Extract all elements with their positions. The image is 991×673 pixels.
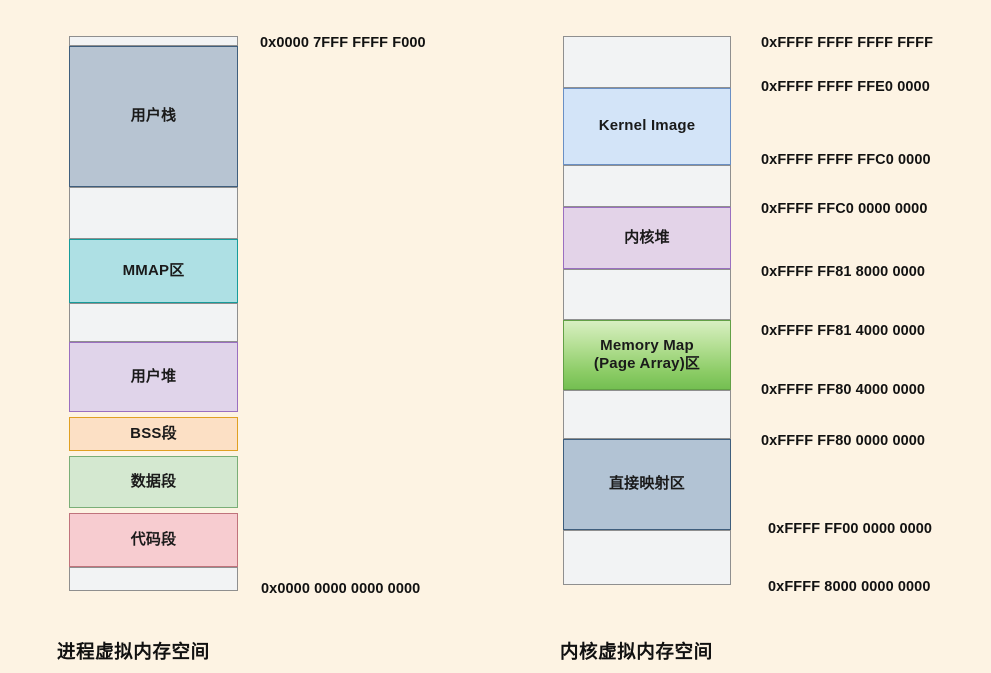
memory-block-user-stack: 用户栈 — [69, 46, 238, 187]
memory-block-gap-2 — [69, 187, 238, 239]
memory-block-bss-segment: BSS段 — [69, 417, 238, 451]
address-label-3: 0xFFFF FFC0 0000 0000 — [761, 201, 928, 217]
memory-block-memory-map-page-array: Memory Map (Page Array)区 — [563, 320, 731, 390]
memory-block-mmap-region: MMAP区 — [69, 239, 238, 303]
memory-block-gap-6 — [563, 390, 731, 439]
address-label-9: 0xFFFF 8000 0000 0000 — [768, 579, 931, 595]
address-label-2: 0xFFFF FFFF FFC0 0000 — [761, 152, 931, 168]
memory-block-code-segment: 代码段 — [69, 513, 238, 567]
memory-block-gap-8 — [563, 530, 731, 585]
process-memory-blocks: 用户栈 MMAP区用户堆 BSS段数据段代码段 — [69, 0, 238, 600]
process-memory-caption: 进程虚拟内存空间 — [57, 641, 210, 662]
address-label-0: 0x0000 7FFF FFFF F000 — [260, 35, 426, 51]
kernel-memory-caption: 内核虚拟内存空间 — [560, 641, 713, 662]
memory-block-gap-4 — [563, 269, 731, 320]
memory-block-kernel-image: Kernel Image — [563, 88, 731, 165]
process-memory-column: 用户栈 MMAP区用户堆 BSS段数据段代码段 — [69, 0, 238, 600]
memory-block-user-heap: 用户堆 — [69, 342, 238, 412]
kernel-memory-column: Kernel Image 内核堆 Memory Map (Page Array)区直… — [563, 0, 731, 600]
memory-block-gap-2 — [563, 165, 731, 207]
address-label-7: 0xFFFF FF80 0000 0000 — [761, 433, 926, 449]
address-label-4: 0xFFFF FF81 8000 0000 — [761, 264, 926, 280]
memory-block-gap-0 — [563, 36, 731, 88]
kernel-memory-blocks: Kernel Image 内核堆 Memory Map (Page Array)区直… — [563, 0, 731, 600]
address-label-1: 0x0000 0000 0000 0000 — [261, 581, 421, 597]
memory-block-kernel-heap: 内核堆 — [563, 207, 731, 269]
address-label-5: 0xFFFF FF81 4000 0000 — [761, 323, 926, 339]
memory-block-data-segment: 数据段 — [69, 456, 238, 508]
memory-block-gap-9 — [69, 567, 238, 591]
address-label-6: 0xFFFF FF80 4000 0000 — [761, 382, 926, 398]
address-label-1: 0xFFFF FFFF FFE0 0000 — [761, 79, 930, 95]
address-label-0: 0xFFFF FFFF FFFF FFFF — [761, 35, 934, 51]
memory-block-direct-mapping-region: 直接映射区 — [563, 439, 731, 530]
address-label-8: 0xFFFF FF00 0000 0000 — [768, 521, 933, 537]
memory-block-gap-4 — [69, 303, 238, 342]
memory-block-gap-0 — [69, 36, 238, 46]
